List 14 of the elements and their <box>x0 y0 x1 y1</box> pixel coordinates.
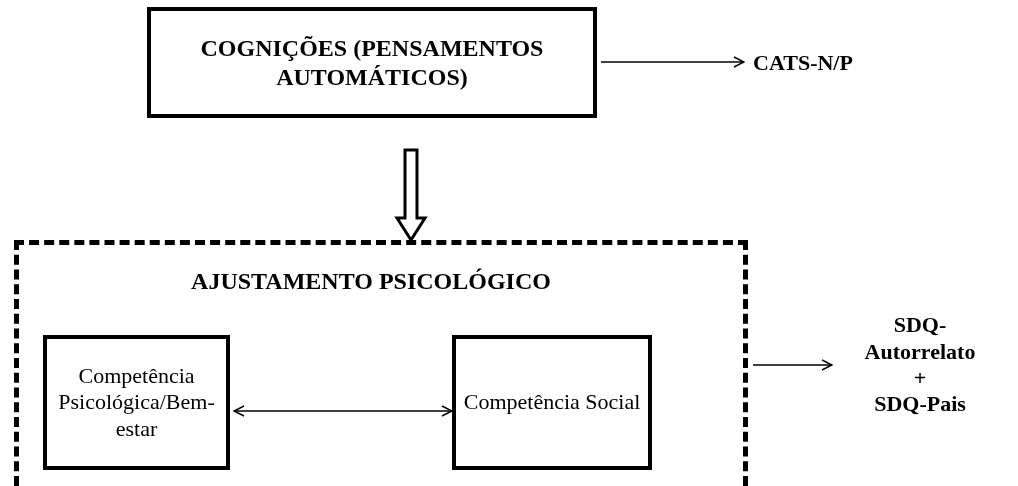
group-heading: AJUSTAMENTO PSICOLÓGICO <box>191 267 551 296</box>
process-box <box>43 335 230 470</box>
arrow <box>752 359 833 371</box>
block-arrow <box>394 148 428 243</box>
dashed-group-box <box>14 240 748 486</box>
box-text: Competência Psicológica/Bem-estar <box>58 362 215 443</box>
measure-label: SDQ- Autorrelato + SDQ-Pais <box>863 312 977 418</box>
process-box <box>452 335 652 470</box>
box-text: Competência Social <box>463 389 641 416</box>
measure-label: CATS-N/P <box>753 49 853 77</box>
box-title: COGNIÇÕES (PENSAMENTOS AUTOMÁTICOS) <box>199 33 545 92</box>
process-box <box>147 7 597 118</box>
arrow <box>600 56 745 68</box>
double-arrow <box>233 405 453 417</box>
